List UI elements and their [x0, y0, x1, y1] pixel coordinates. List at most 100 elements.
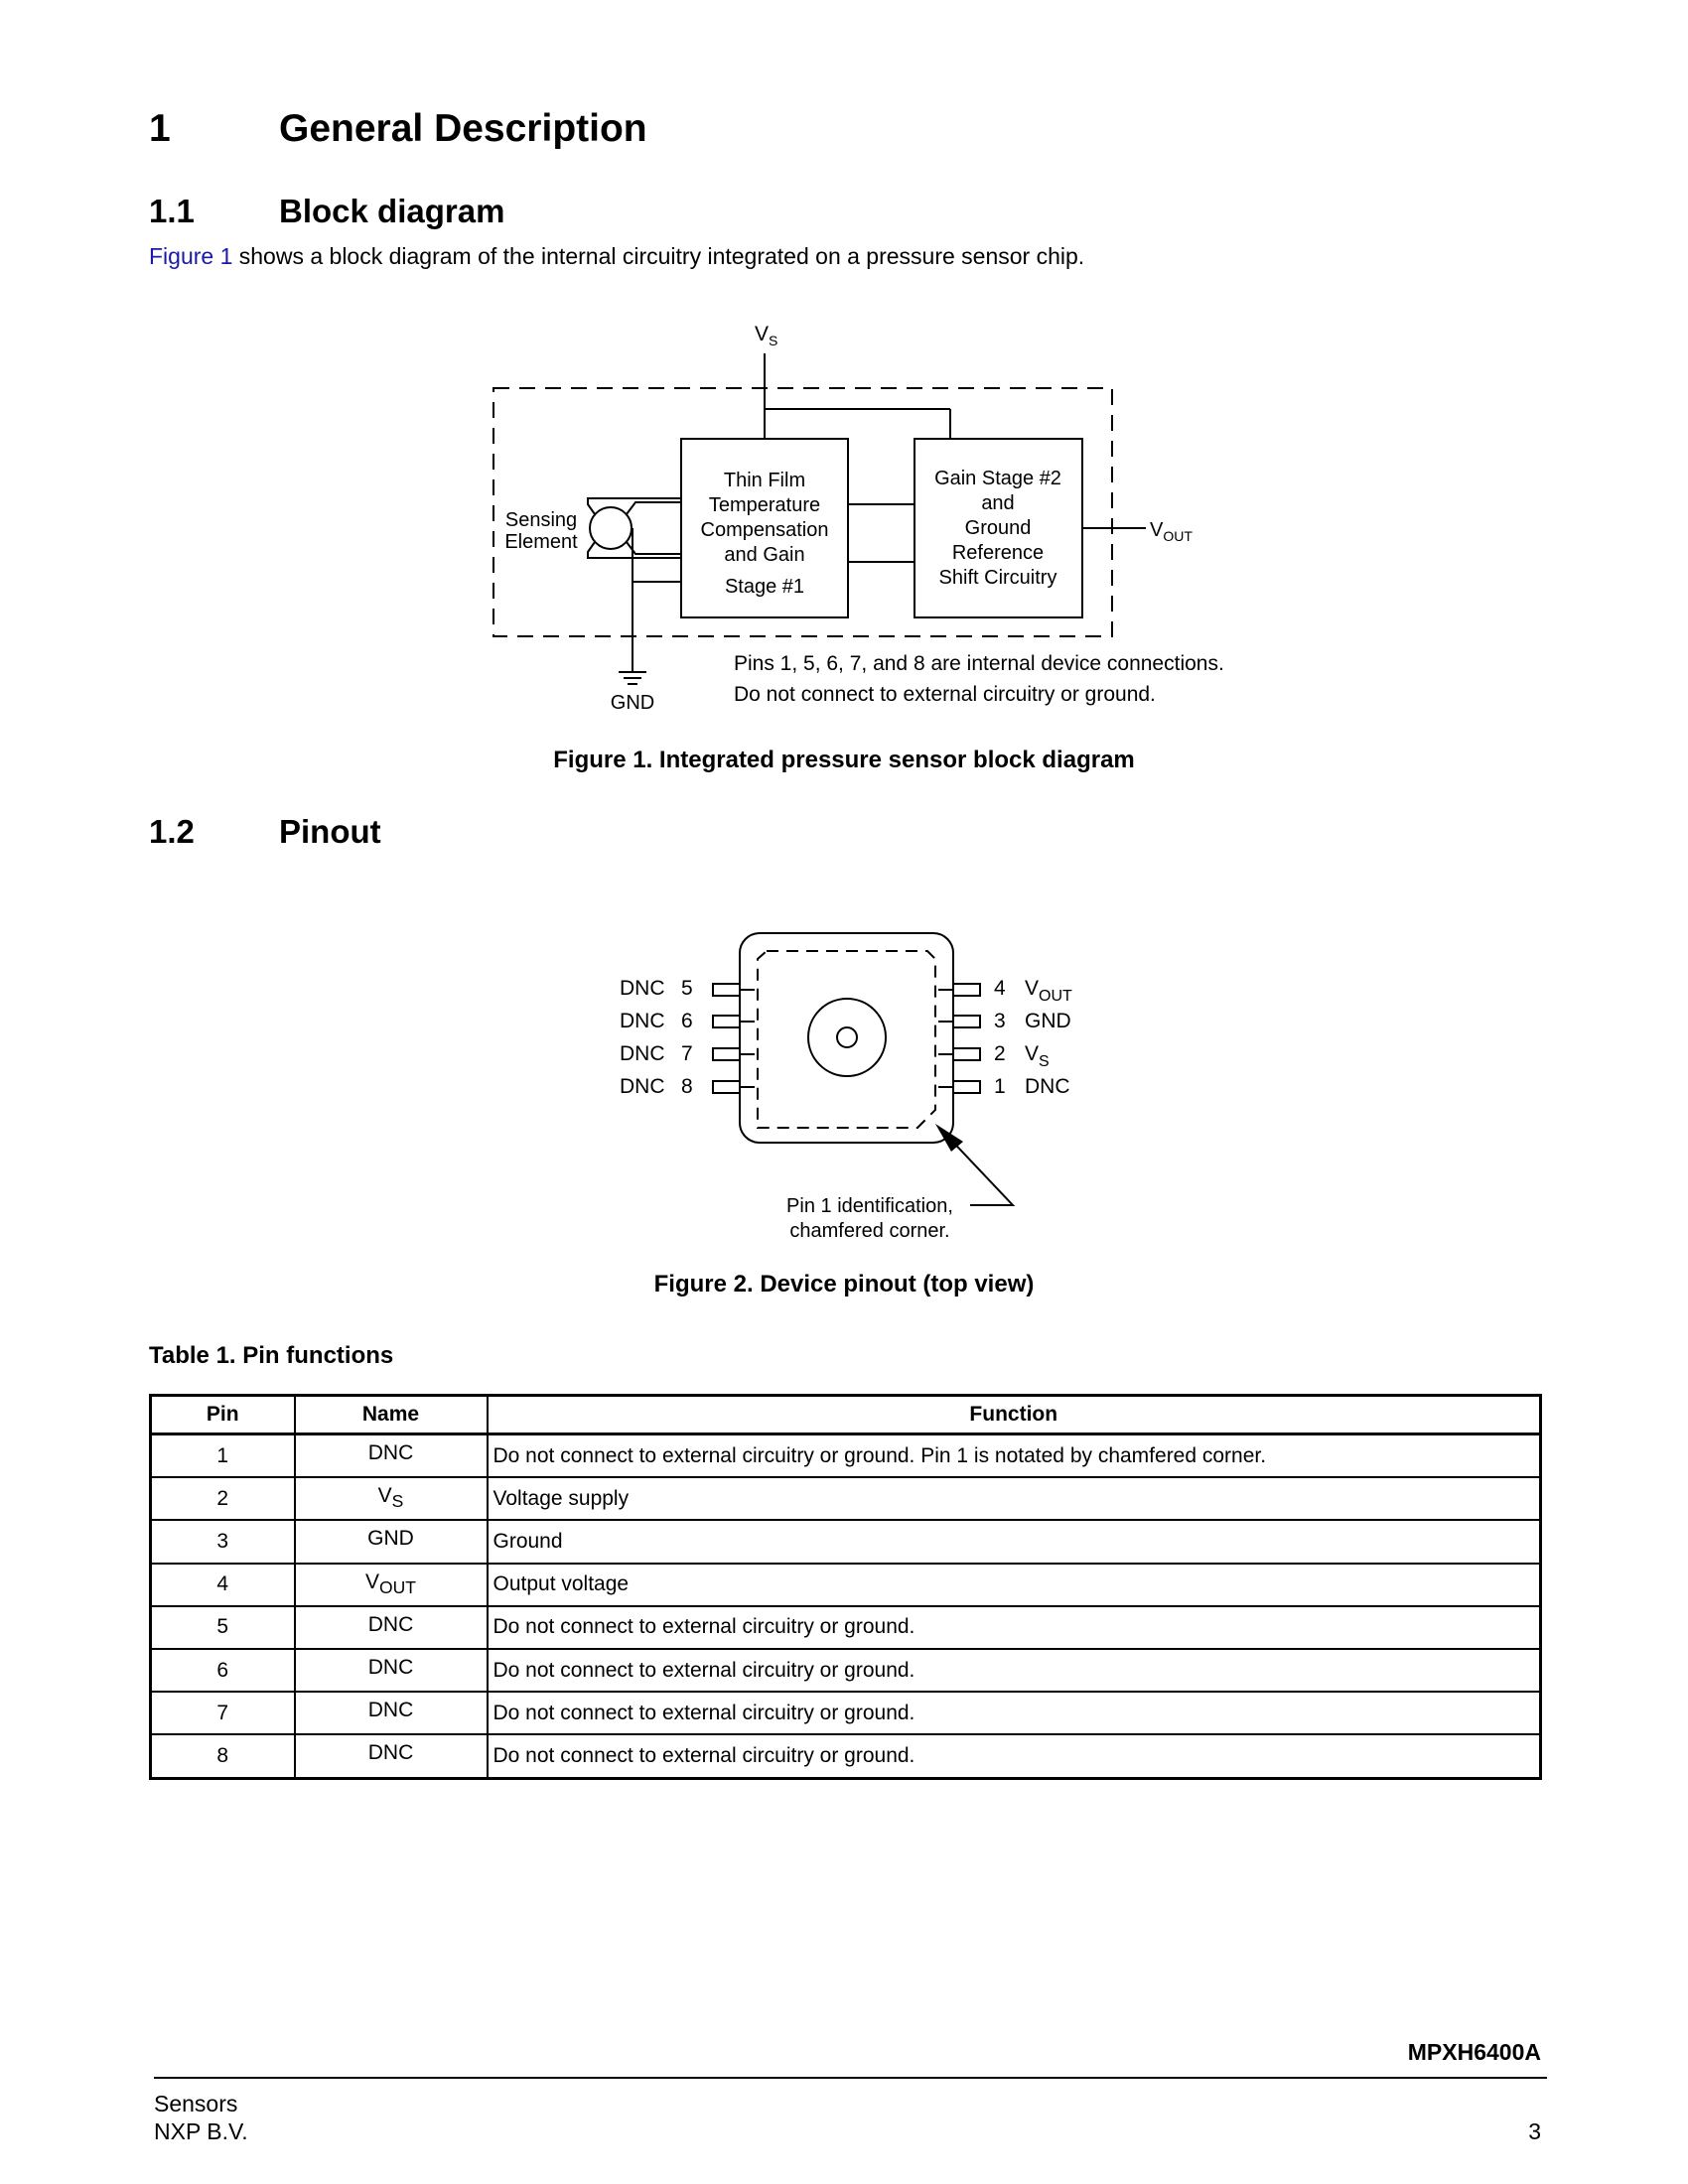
- svg-text:and Gain: and Gain: [724, 544, 804, 566]
- cell-pin: 7: [149, 1691, 296, 1736]
- cell-function: Voltage supply: [486, 1476, 1542, 1522]
- right-pins: [938, 983, 981, 1094]
- table-row: 2 VS Voltage supply: [149, 1476, 1542, 1522]
- cell-name: GND: [293, 1519, 489, 1565]
- cell-name: DNC: [293, 1433, 489, 1479]
- pin-functions-table: Pin Name Function 1 DNC Do not connect t…: [149, 1394, 1542, 1780]
- subsection-heading-block-diagram: 1.1 Block diagram: [149, 193, 504, 230]
- svg-text:DNC: DNC: [1025, 1075, 1070, 1098]
- cell-pin: 1: [149, 1433, 296, 1479]
- vout-label: VOUT: [1150, 519, 1193, 544]
- cell-function: Do not connect to external circuitry or …: [486, 1733, 1542, 1779]
- chip-boundary: [492, 387, 1113, 637]
- sensing-element-label-2: Element: [504, 531, 578, 553]
- cell-function: Ground: [486, 1519, 1542, 1565]
- intro-text: shows a block diagram of the internal ci…: [232, 243, 1085, 269]
- svg-text:Shift Circuitry: Shift Circuitry: [939, 567, 1057, 589]
- left-pin-labels: DNC 5 DNC 6 DNC 7 DNC 8: [620, 977, 693, 1098]
- svg-text:VS: VS: [1025, 1042, 1050, 1070]
- table-row: 4 VOUT Output voltage: [149, 1562, 1542, 1607]
- footer-divider: [154, 2077, 1547, 2079]
- svg-text:Reference: Reference: [952, 542, 1044, 564]
- cell-name: VOUT: [293, 1562, 489, 1607]
- cell-pin: 5: [149, 1604, 296, 1650]
- header-pin: Pin: [149, 1394, 296, 1435]
- svg-text:1: 1: [994, 1075, 1006, 1098]
- cell-pin: 3: [149, 1519, 296, 1565]
- block2-label: Gain Stage #2 and Ground Reference Shift…: [934, 468, 1061, 589]
- intro-paragraph: Figure 1 shows a block diagram of the in…: [149, 243, 1084, 270]
- cell-pin: 6: [149, 1647, 296, 1694]
- cell-function: Do not connect to external circuitry or …: [486, 1647, 1542, 1694]
- table-row: 3 GND Ground: [149, 1519, 1542, 1565]
- pin1-annotation-line-1: Pin 1 identification,: [786, 1195, 953, 1217]
- pin1-annotation-line-2: chamfered corner.: [789, 1220, 949, 1242]
- pin1-leader-line: [942, 1131, 1016, 1206]
- port-outer: [807, 998, 887, 1077]
- svg-text:Ground: Ground: [965, 517, 1032, 539]
- subsection-title: Block diagram: [279, 193, 505, 229]
- section-number: 1: [149, 107, 171, 150]
- figure2-caption: Figure 2. Device pinout (top view): [653, 1271, 1035, 1297]
- cell-pin: 8: [149, 1733, 296, 1779]
- header-function: Function: [486, 1394, 1542, 1435]
- svg-text:4: 4: [994, 977, 1006, 1000]
- table-title: Table 1. Pin functions: [149, 1342, 394, 1369]
- table-header-row: Pin Name Function: [149, 1394, 1542, 1435]
- block-temperature-compensation: [680, 438, 849, 618]
- cell-function: Do not connect to external circuitry or …: [486, 1433, 1542, 1479]
- table-row: 1 DNC Do not connect to external circuit…: [149, 1433, 1542, 1479]
- subsection-number: 1.2: [149, 813, 195, 850]
- cell-function: Do not connect to external circuitry or …: [486, 1604, 1542, 1650]
- cell-name: DNC: [293, 1691, 489, 1736]
- svg-text:2: 2: [994, 1042, 1006, 1065]
- svg-text:and: and: [981, 492, 1014, 514]
- svg-text:7: 7: [681, 1042, 693, 1065]
- svg-text:DNC: DNC: [620, 1075, 665, 1098]
- note-line-1: Pins 1, 5, 6, 7, and 8 are internal devi…: [734, 652, 1224, 675]
- subsection-number: 1.1: [149, 193, 195, 229]
- table-row: 6 DNC Do not connect to external circuit…: [149, 1647, 1542, 1694]
- footer-company: NXP B.V.: [154, 2118, 248, 2144]
- cell-name: DNC: [293, 1733, 489, 1779]
- cell-function: Output voltage: [486, 1562, 1542, 1607]
- subsection-heading-pinout: 1.2 Pinout: [149, 813, 381, 851]
- block-diagram: VS VOUT Sensing Element Thin Film Temper…: [492, 323, 1224, 714]
- svg-text:3: 3: [994, 1010, 1006, 1032]
- pin1-arrow-icon: [935, 1124, 963, 1152]
- cell-pin: 4: [149, 1562, 296, 1607]
- note-line-2: Do not connect to external circuitry or …: [734, 683, 1156, 706]
- subsection-title: Pinout: [279, 813, 381, 850]
- svg-text:6: 6: [681, 1010, 693, 1032]
- header-name: Name: [293, 1394, 489, 1435]
- svg-text:Temperature: Temperature: [709, 494, 820, 516]
- cell-function: Do not connect to external circuitry or …: [486, 1691, 1542, 1736]
- svg-text:5: 5: [681, 977, 693, 1000]
- block1-label: Thin Film Temperature Compensation and G…: [701, 470, 829, 598]
- die-outline: [757, 950, 936, 1129]
- svg-text:DNC: DNC: [620, 977, 665, 1000]
- svg-text:8: 8: [681, 1075, 693, 1098]
- page-number: 3: [1528, 2118, 1541, 2144]
- vs-label: VS: [755, 323, 777, 348]
- section-heading: 1 General Description: [149, 107, 647, 151]
- left-pins: [712, 983, 755, 1094]
- svg-text:Thin Film: Thin Film: [724, 470, 805, 491]
- port-inner: [836, 1026, 858, 1048]
- svg-text:Stage #1: Stage #1: [725, 576, 804, 598]
- svg-text:DNC: DNC: [620, 1042, 665, 1065]
- figure1-caption: Figure 1. Integrated pressure sensor blo…: [553, 747, 1135, 773]
- svg-text:Compensation: Compensation: [701, 519, 829, 541]
- svg-text:DNC: DNC: [620, 1010, 665, 1032]
- footer-category: Sensors: [154, 2091, 238, 2116]
- sensing-element-label-1: Sensing: [505, 509, 577, 531]
- section-title: General Description: [279, 107, 647, 150]
- svg-text:Gain Stage #2: Gain Stage #2: [934, 468, 1061, 489]
- cell-name: DNC: [293, 1647, 489, 1694]
- table-row: 5 DNC Do not connect to external circuit…: [149, 1604, 1542, 1650]
- cell-name: DNC: [293, 1604, 489, 1650]
- table-row: 7 DNC Do not connect to external circuit…: [149, 1691, 1542, 1736]
- figure-link[interactable]: Figure 1: [149, 243, 233, 269]
